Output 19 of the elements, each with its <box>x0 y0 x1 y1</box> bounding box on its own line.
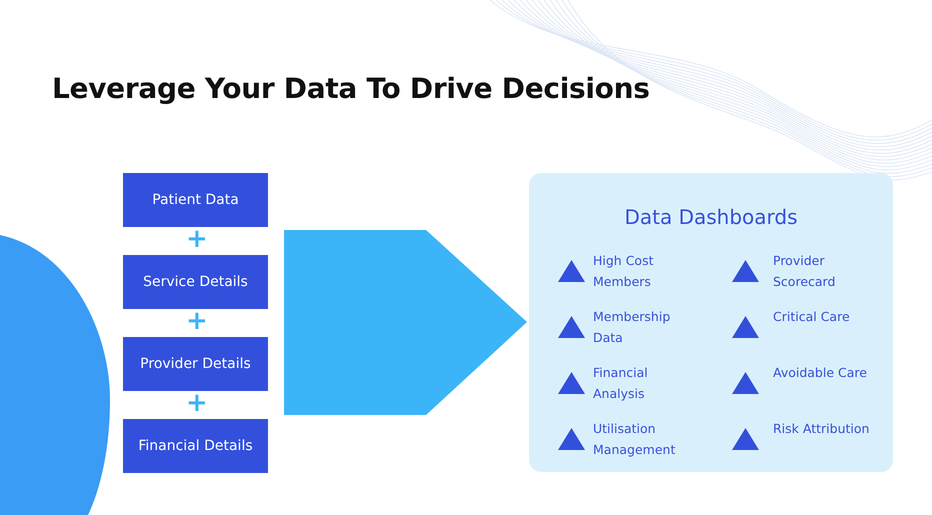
data-box: Financial Details <box>123 419 268 473</box>
dashboard-item: Risk Attribution <box>773 420 870 438</box>
panel-heading: Data Dashboards <box>623 205 799 229</box>
chevron-arrow <box>284 230 527 415</box>
dashboard-item: Avoidable Care <box>773 364 868 382</box>
dashboard-item: Provider Scorecard <box>773 252 836 291</box>
dashboard-item: High Cost Members <box>593 252 654 291</box>
dashboard-item: Membership Data <box>593 308 672 347</box>
dashboard-item: Critical Care <box>773 308 851 326</box>
data-box: Service Details <box>123 255 268 309</box>
title: Leverage Your Data To Drive Decisions <box>52 72 650 105</box>
plus-sign: + <box>186 226 208 252</box>
data-box: Provider Details <box>123 337 268 391</box>
plus-sign: + <box>186 390 208 416</box>
dashboard-item: Financial Analysis <box>593 364 649 403</box>
dashboard-item: Utilisation Management <box>593 420 676 459</box>
plus-sign: + <box>186 308 208 334</box>
dashboard-panel <box>529 173 893 472</box>
data-box: Patient Data <box>123 173 268 227</box>
